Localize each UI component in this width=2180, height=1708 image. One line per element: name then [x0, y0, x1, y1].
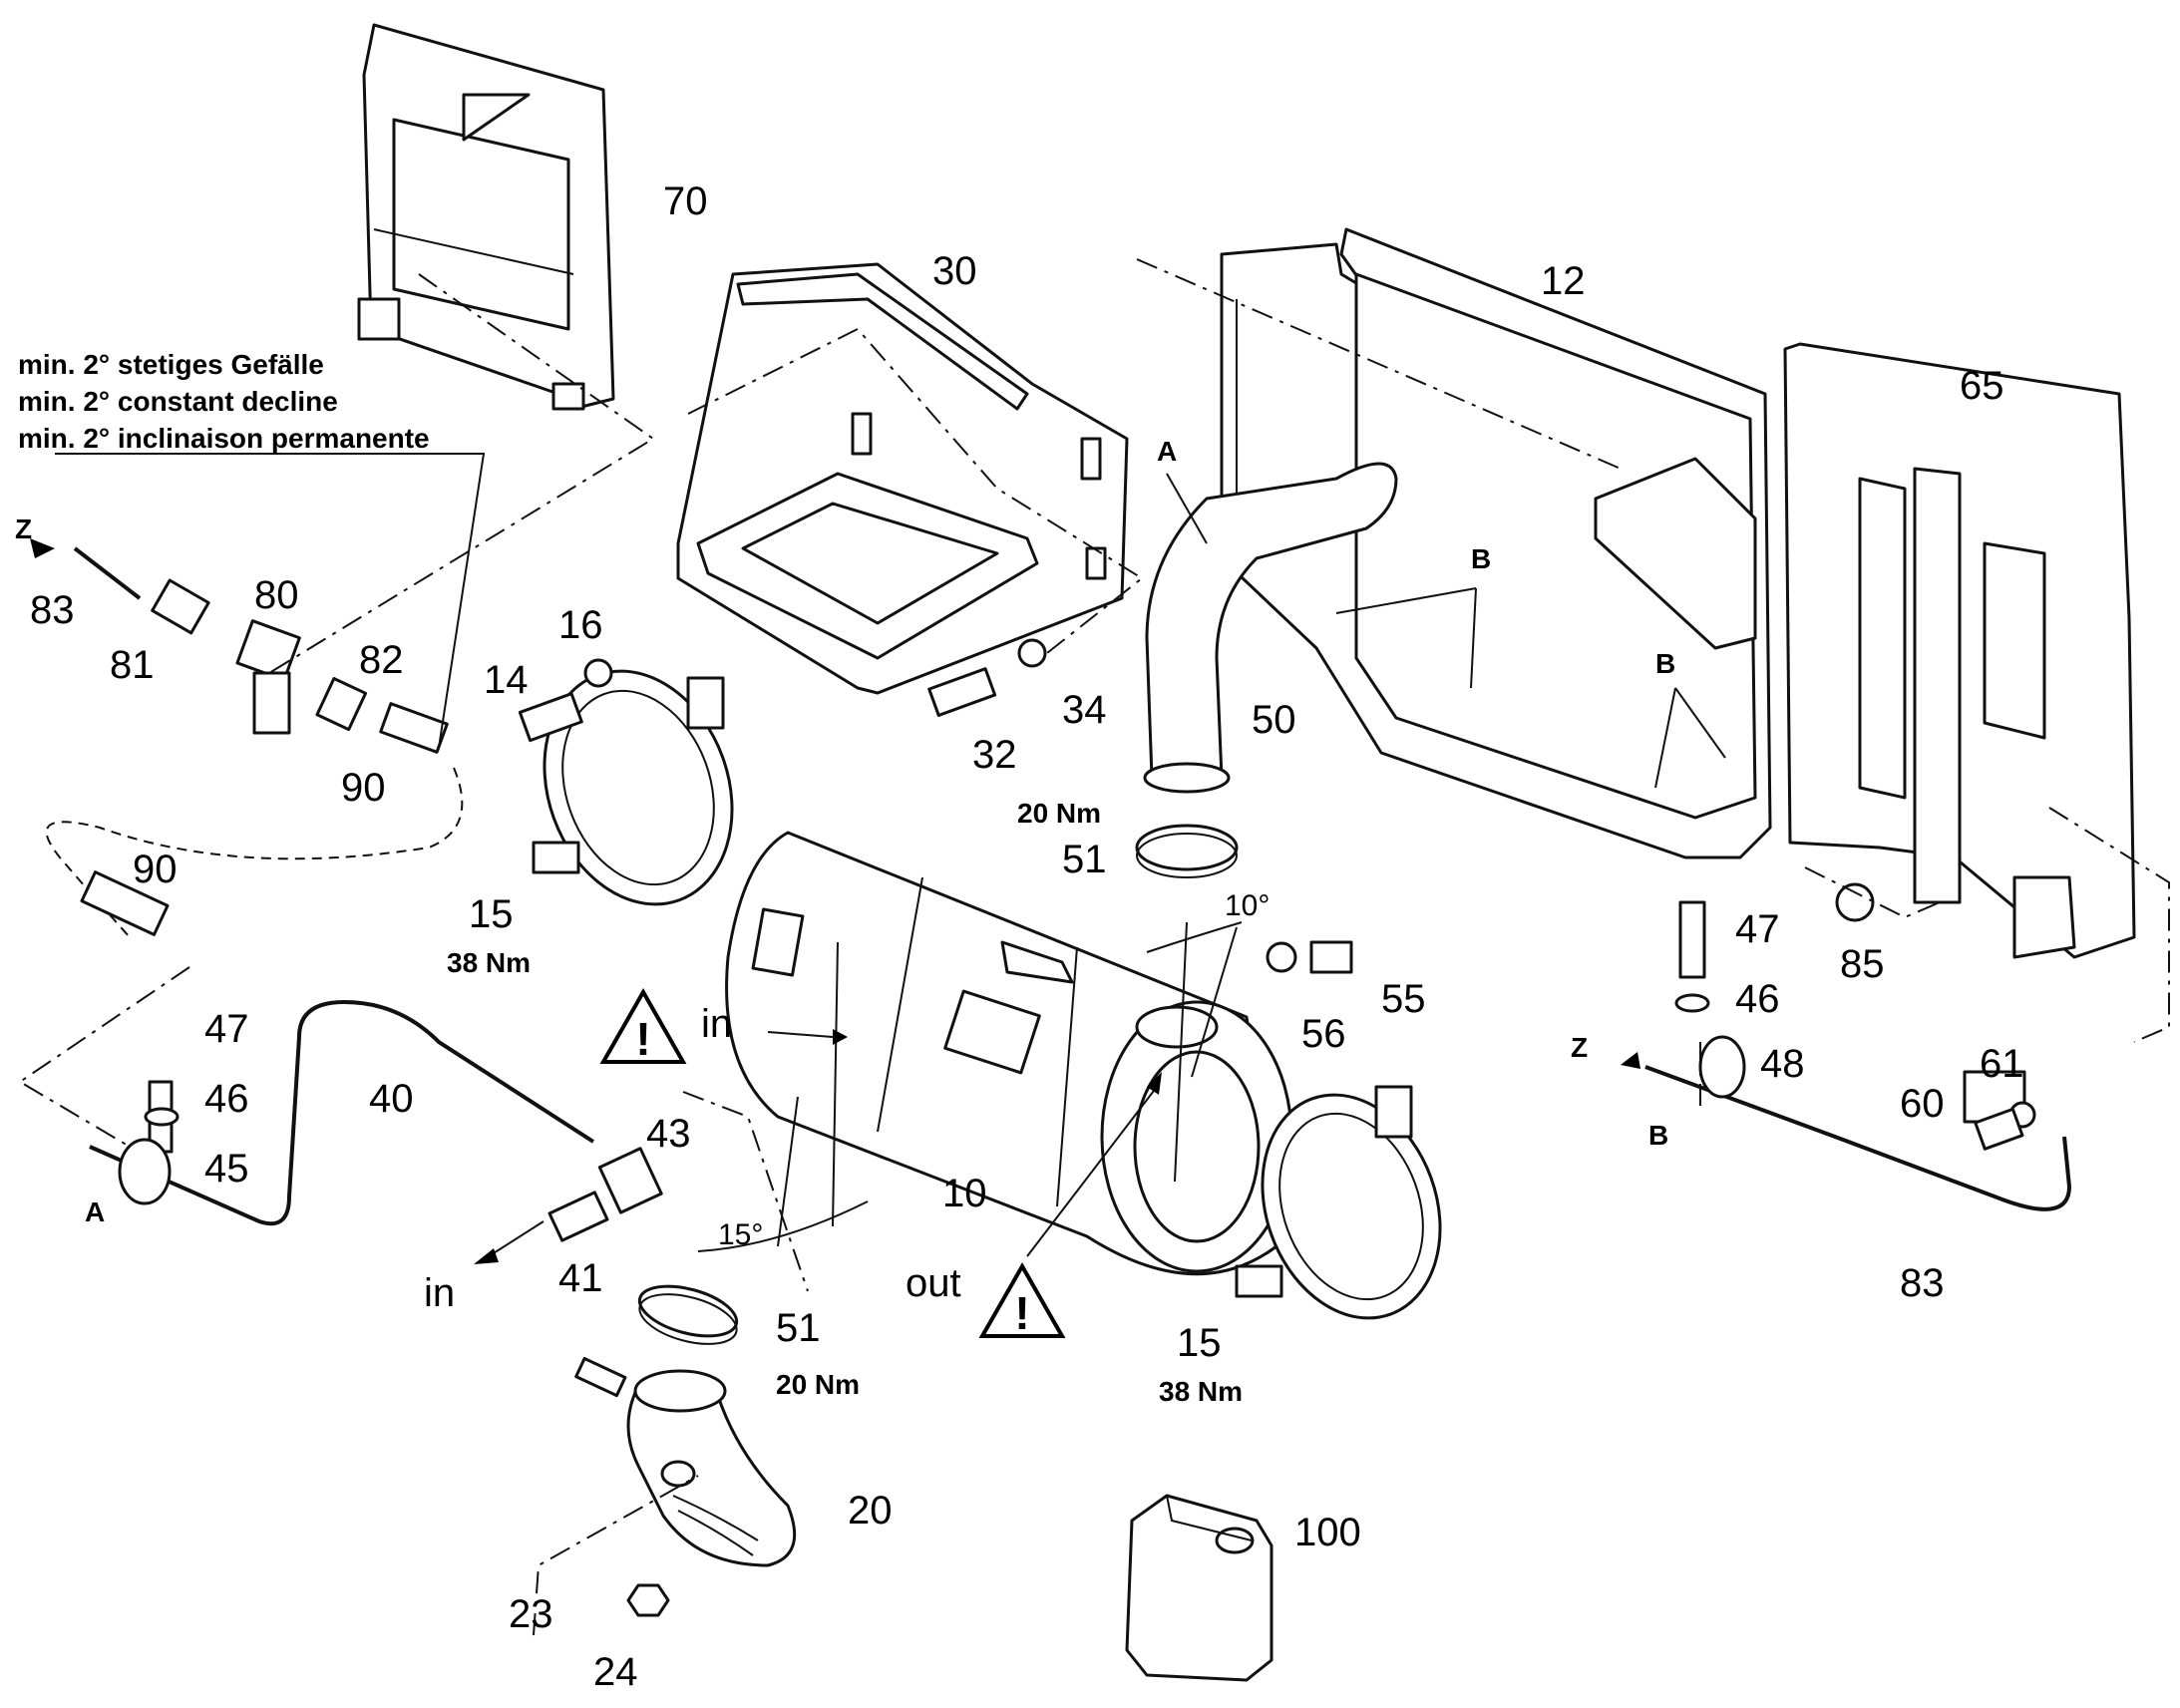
part-label-55: 55 [1381, 977, 1426, 1021]
marker-b: B [1471, 543, 1491, 574]
bracket-70 [357, 23, 615, 411]
part-label-12: 12 [1541, 259, 1586, 303]
part-label-20: 20 [848, 1489, 893, 1533]
flow-label-out: out [906, 1261, 961, 1305]
part-label-83: 83 [1900, 1261, 1945, 1305]
svg-text:!: ! [1014, 1287, 1029, 1339]
note-line-de: min. 2° stetiges Gefälle [18, 349, 324, 380]
pipe-40 [89, 999, 595, 1226]
hose-clamp-51-lower [637, 1284, 739, 1345]
part-label-90: 90 [341, 766, 386, 810]
flow-label-in: in [701, 1002, 732, 1046]
filter-canister-10 [725, 831, 1293, 1276]
part-label-65: 65 [1960, 364, 2004, 408]
part-label-47: 47 [204, 1007, 249, 1051]
intake-elbow-20 [626, 1369, 797, 1567]
leader-lines [18, 258, 2170, 1636]
hose-clamp-51-upper [1135, 824, 1239, 878]
pipe-83-right [1644, 1065, 2072, 1211]
part-label-56: 56 [1301, 1012, 1346, 1056]
torque-label: 20 Nm [776, 1369, 860, 1400]
panel-12 [1220, 227, 1772, 859]
part-label-50: 50 [1252, 698, 1296, 742]
part-label-23: 23 [509, 1592, 553, 1636]
part-label-100: 100 [1294, 1511, 1361, 1554]
fittings [80, 578, 2036, 1617]
part-label-34: 34 [1062, 688, 1107, 732]
part-label-83: 83 [30, 588, 75, 632]
flow-label-in: in [424, 1271, 455, 1315]
part-label-40: 40 [369, 1077, 414, 1121]
part-label-61: 61 [1980, 1042, 2024, 1086]
marker-z: Z [15, 513, 32, 544]
part-label-47: 47 [1735, 907, 1780, 951]
part-label-10: 10 [942, 1172, 987, 1215]
torque-label: 38 Nm [447, 947, 531, 978]
part-label-85: 85 [1840, 942, 1885, 986]
note-line-en: min. 2° constant decline [18, 386, 338, 417]
part-label-51: 51 [776, 1306, 821, 1350]
part-label-14: 14 [484, 658, 529, 702]
note-line-fr: min. 2° inclinaison permanente [18, 423, 430, 454]
part-label-51: 51 [1062, 838, 1107, 881]
part-label-82: 82 [359, 638, 404, 682]
warning-icon: ! [599, 987, 687, 1065]
torque-label: 20 Nm [1017, 798, 1101, 829]
part-label-45: 45 [204, 1147, 249, 1191]
note-leader [55, 453, 486, 749]
clamp-15-upper [532, 669, 734, 906]
hose-90 [45, 767, 464, 938]
clamp-15-lower [1235, 1085, 1442, 1320]
part-label-43: 43 [646, 1112, 691, 1156]
jerrycan-100 [1125, 1494, 1273, 1682]
part-label-80: 80 [254, 573, 299, 617]
marker-z: Z [1571, 1032, 1588, 1063]
warning-icon: ! [978, 1261, 1066, 1339]
part-label-41: 41 [558, 1256, 603, 1300]
pipe-83-left [73, 546, 142, 600]
part-label-30: 30 [932, 249, 977, 293]
part-label-48: 48 [1760, 1042, 1805, 1086]
part-label-16: 16 [558, 603, 603, 647]
marker-a: A [1157, 436, 1177, 467]
part-label-60: 60 [1900, 1082, 1945, 1126]
part-label-15: 15 [469, 892, 514, 936]
part-label-81: 81 [110, 643, 155, 687]
part-label-15: 15 [1177, 1321, 1222, 1365]
angle-label-15: 15° [718, 1218, 763, 1251]
marker-b: B [1648, 1120, 1668, 1151]
marker-a: A [85, 1196, 105, 1227]
marker-b: B [1655, 648, 1675, 679]
part-label-24: 24 [593, 1650, 638, 1694]
part-label-90: 90 [133, 848, 178, 891]
part-label-46: 46 [204, 1077, 249, 1121]
part-label-46: 46 [1735, 977, 1780, 1021]
angle-guides [697, 921, 1243, 1252]
part-label-32: 32 [972, 733, 1017, 777]
panel-65 [1783, 342, 2136, 959]
svg-text:!: ! [635, 1013, 650, 1065]
torque-label: 38 Nm [1159, 1376, 1243, 1407]
part-label-70: 70 [663, 179, 708, 223]
cradle-30 [676, 262, 1129, 695]
pipe-50 [1143, 462, 1398, 794]
arrows [30, 473, 1726, 1264]
angle-label-10: 10° [1225, 889, 1270, 922]
